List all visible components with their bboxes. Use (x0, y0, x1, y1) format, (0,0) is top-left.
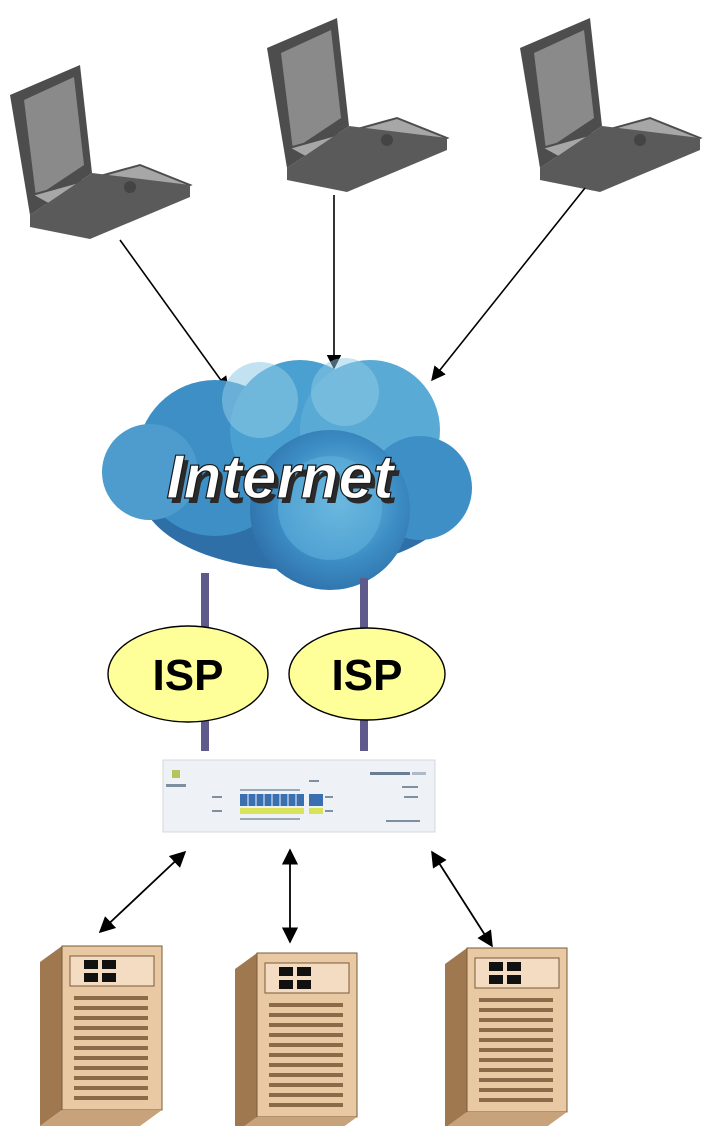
internet-cloud-icon: Internet Internet (102, 358, 472, 590)
isp-label: ISP (153, 651, 224, 700)
isp-label: ISP (332, 651, 403, 700)
internet-label: Internet (166, 443, 396, 512)
server-icon (40, 945, 163, 1126)
arrow-device-to-server1 (98, 850, 187, 934)
load-balancer-router-icon (162, 759, 436, 833)
internet-label-shadow: Internet (170, 448, 400, 517)
server-icon (235, 952, 358, 1126)
arrow-client1-to-internet (119, 239, 229, 392)
isp-node: ISP (288, 627, 446, 721)
laptop-icon (10, 65, 193, 239)
arrow-device-to-server3 (431, 850, 493, 948)
server-icon (445, 947, 568, 1126)
isp-node: ISP (107, 625, 269, 723)
arrow-client3-to-internet (431, 187, 586, 382)
laptop-icon (267, 18, 450, 192)
laptop-icon (520, 18, 703, 192)
